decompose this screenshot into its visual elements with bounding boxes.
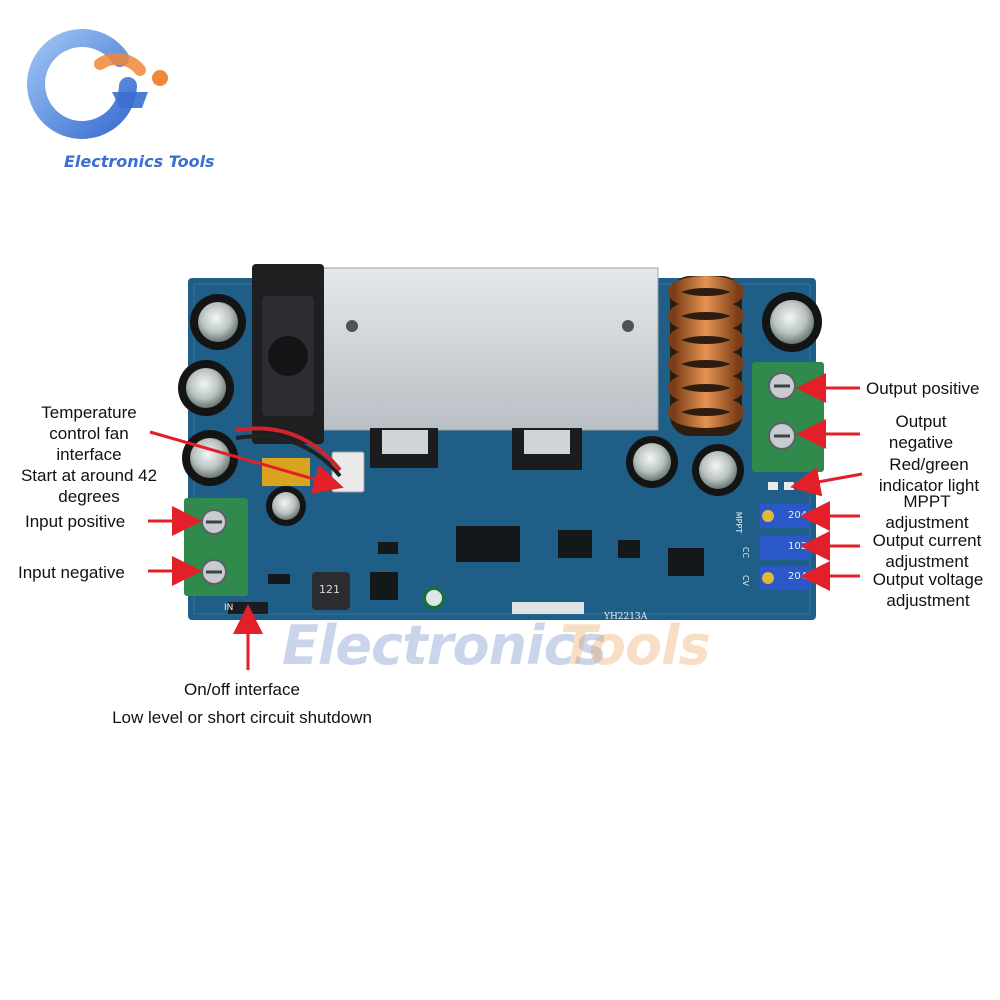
callout-mppt: MPPT adjustment — [872, 491, 982, 533]
brand-logo — [27, 29, 168, 139]
callout-output-voltage-line1: Output voltage — [872, 570, 984, 589]
board-in-mark: IN — [224, 603, 234, 613]
arrow-indicator — [790, 466, 863, 497]
callout-input-negative: Input negative — [18, 563, 125, 582]
callout-output-current-line1: Output current — [872, 531, 982, 550]
callout-temp-fan-line4: Start at around 42 — [20, 466, 158, 485]
callout-output-negative-line2: negative — [888, 433, 954, 452]
pot-mark-3: 204 — [788, 571, 808, 582]
callout-onoff-line2: Low level or short circuit shutdown — [112, 708, 372, 727]
brand-logo-text: Electronics Tools — [64, 152, 215, 171]
board-model-marking: YH2213A — [604, 612, 648, 622]
callout-mppt-line1: MPPT — [903, 492, 951, 511]
callout-mppt-line2: adjustment — [885, 513, 969, 532]
callout-output-current: Output current adjustment — [862, 530, 992, 572]
callout-temp-fan-line1: Temperature — [41, 403, 137, 422]
pot-mark-2: 102 — [788, 541, 808, 552]
callout-output-negative-line1: Output — [895, 412, 947, 431]
callout-onoff: On/off interface Low level or short circ… — [90, 676, 394, 732]
callout-output-current-line2: adjustment — [885, 552, 969, 571]
watermark-right: Tools — [560, 614, 711, 677]
pot-mark-1: 204 — [788, 510, 808, 521]
callout-temp-fan-line3: interface — [56, 445, 122, 464]
callout-output-positive: Output positive — [866, 379, 980, 398]
capacitors — [178, 292, 822, 610]
callout-temp-fan-line2: control fan — [49, 424, 129, 443]
inductor-mark: 121 — [319, 583, 340, 596]
callout-output-voltage-line2: adjustment — [886, 591, 970, 610]
callout-indicator: Red/green indicator light — [864, 454, 994, 496]
arrow-temp-fan — [149, 430, 344, 494]
callout-temp-fan: Temperature control fan interface Start … — [4, 402, 174, 507]
watermark-left: Electronics — [282, 614, 607, 677]
callout-indicator-line1: Red/green — [889, 455, 969, 474]
callout-input-positive: Input positive — [25, 512, 126, 531]
brand-text: Electronics Tools — [64, 152, 215, 171]
heatsink — [317, 267, 659, 431]
callout-temp-fan-line5: degrees — [58, 487, 120, 506]
callout-indicator-line2: indicator light — [878, 476, 980, 495]
callout-onoff-line1: On/off interface — [184, 680, 300, 699]
callout-output-negative: Output negative — [866, 411, 976, 453]
callout-output-voltage: Output voltage adjustment — [862, 569, 994, 611]
